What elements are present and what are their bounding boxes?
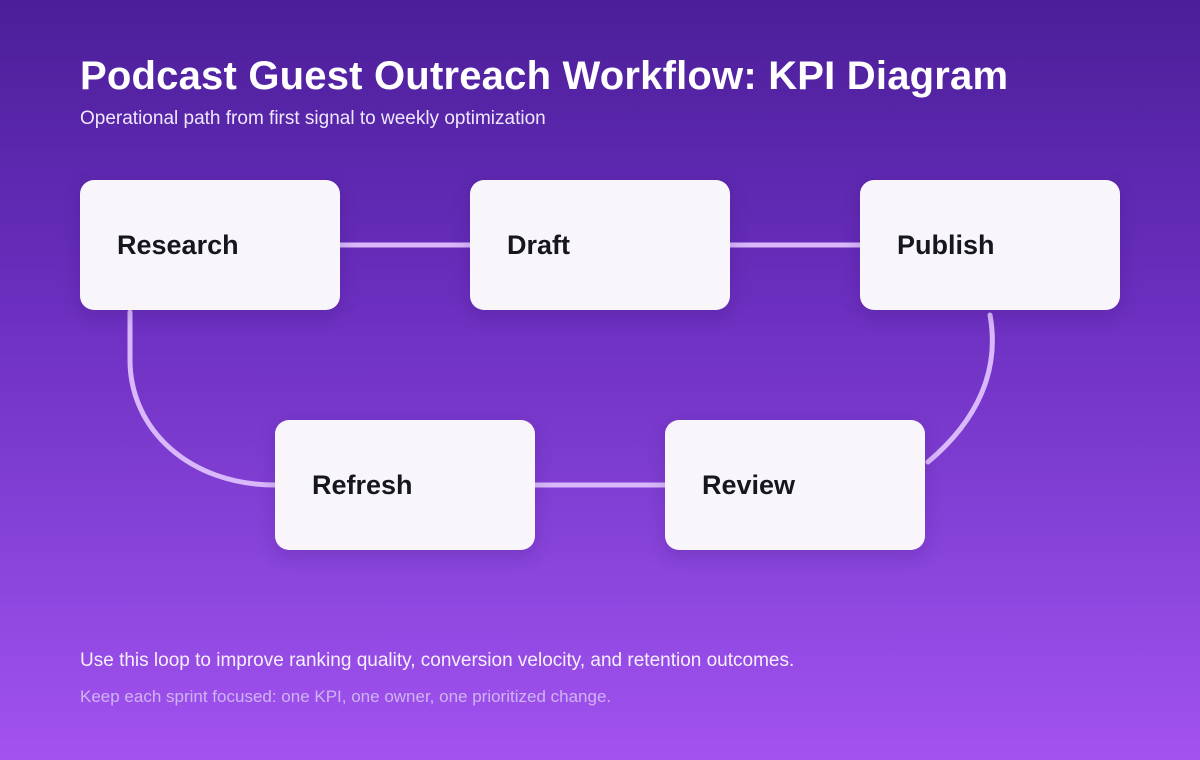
- node-review[interactable]: Review: [665, 420, 925, 550]
- page-subtitle: Operational path from first signal to we…: [80, 108, 546, 129]
- node-label-publish: Publish: [897, 230, 995, 260]
- node-label-refresh: Refresh: [312, 470, 413, 500]
- page-title: Podcast Guest Outreach Workflow: KPI Dia…: [80, 54, 1009, 98]
- node-label-research: Research: [117, 230, 239, 260]
- edge-publish-review: [925, 312, 995, 465]
- footer-note-secondary: Keep each sprint focused: one KPI, one o…: [80, 687, 612, 706]
- edge-refresh-research: [127, 309, 278, 488]
- footer-note-primary: Use this loop to improve ranking quality…: [80, 650, 795, 671]
- node-publish[interactable]: Publish: [860, 180, 1120, 310]
- node-label-draft: Draft: [507, 230, 571, 260]
- node-label-review: Review: [702, 470, 796, 500]
- node-research[interactable]: Research: [80, 180, 340, 310]
- node-draft[interactable]: Draft: [470, 180, 730, 310]
- node-refresh[interactable]: Refresh: [275, 420, 535, 550]
